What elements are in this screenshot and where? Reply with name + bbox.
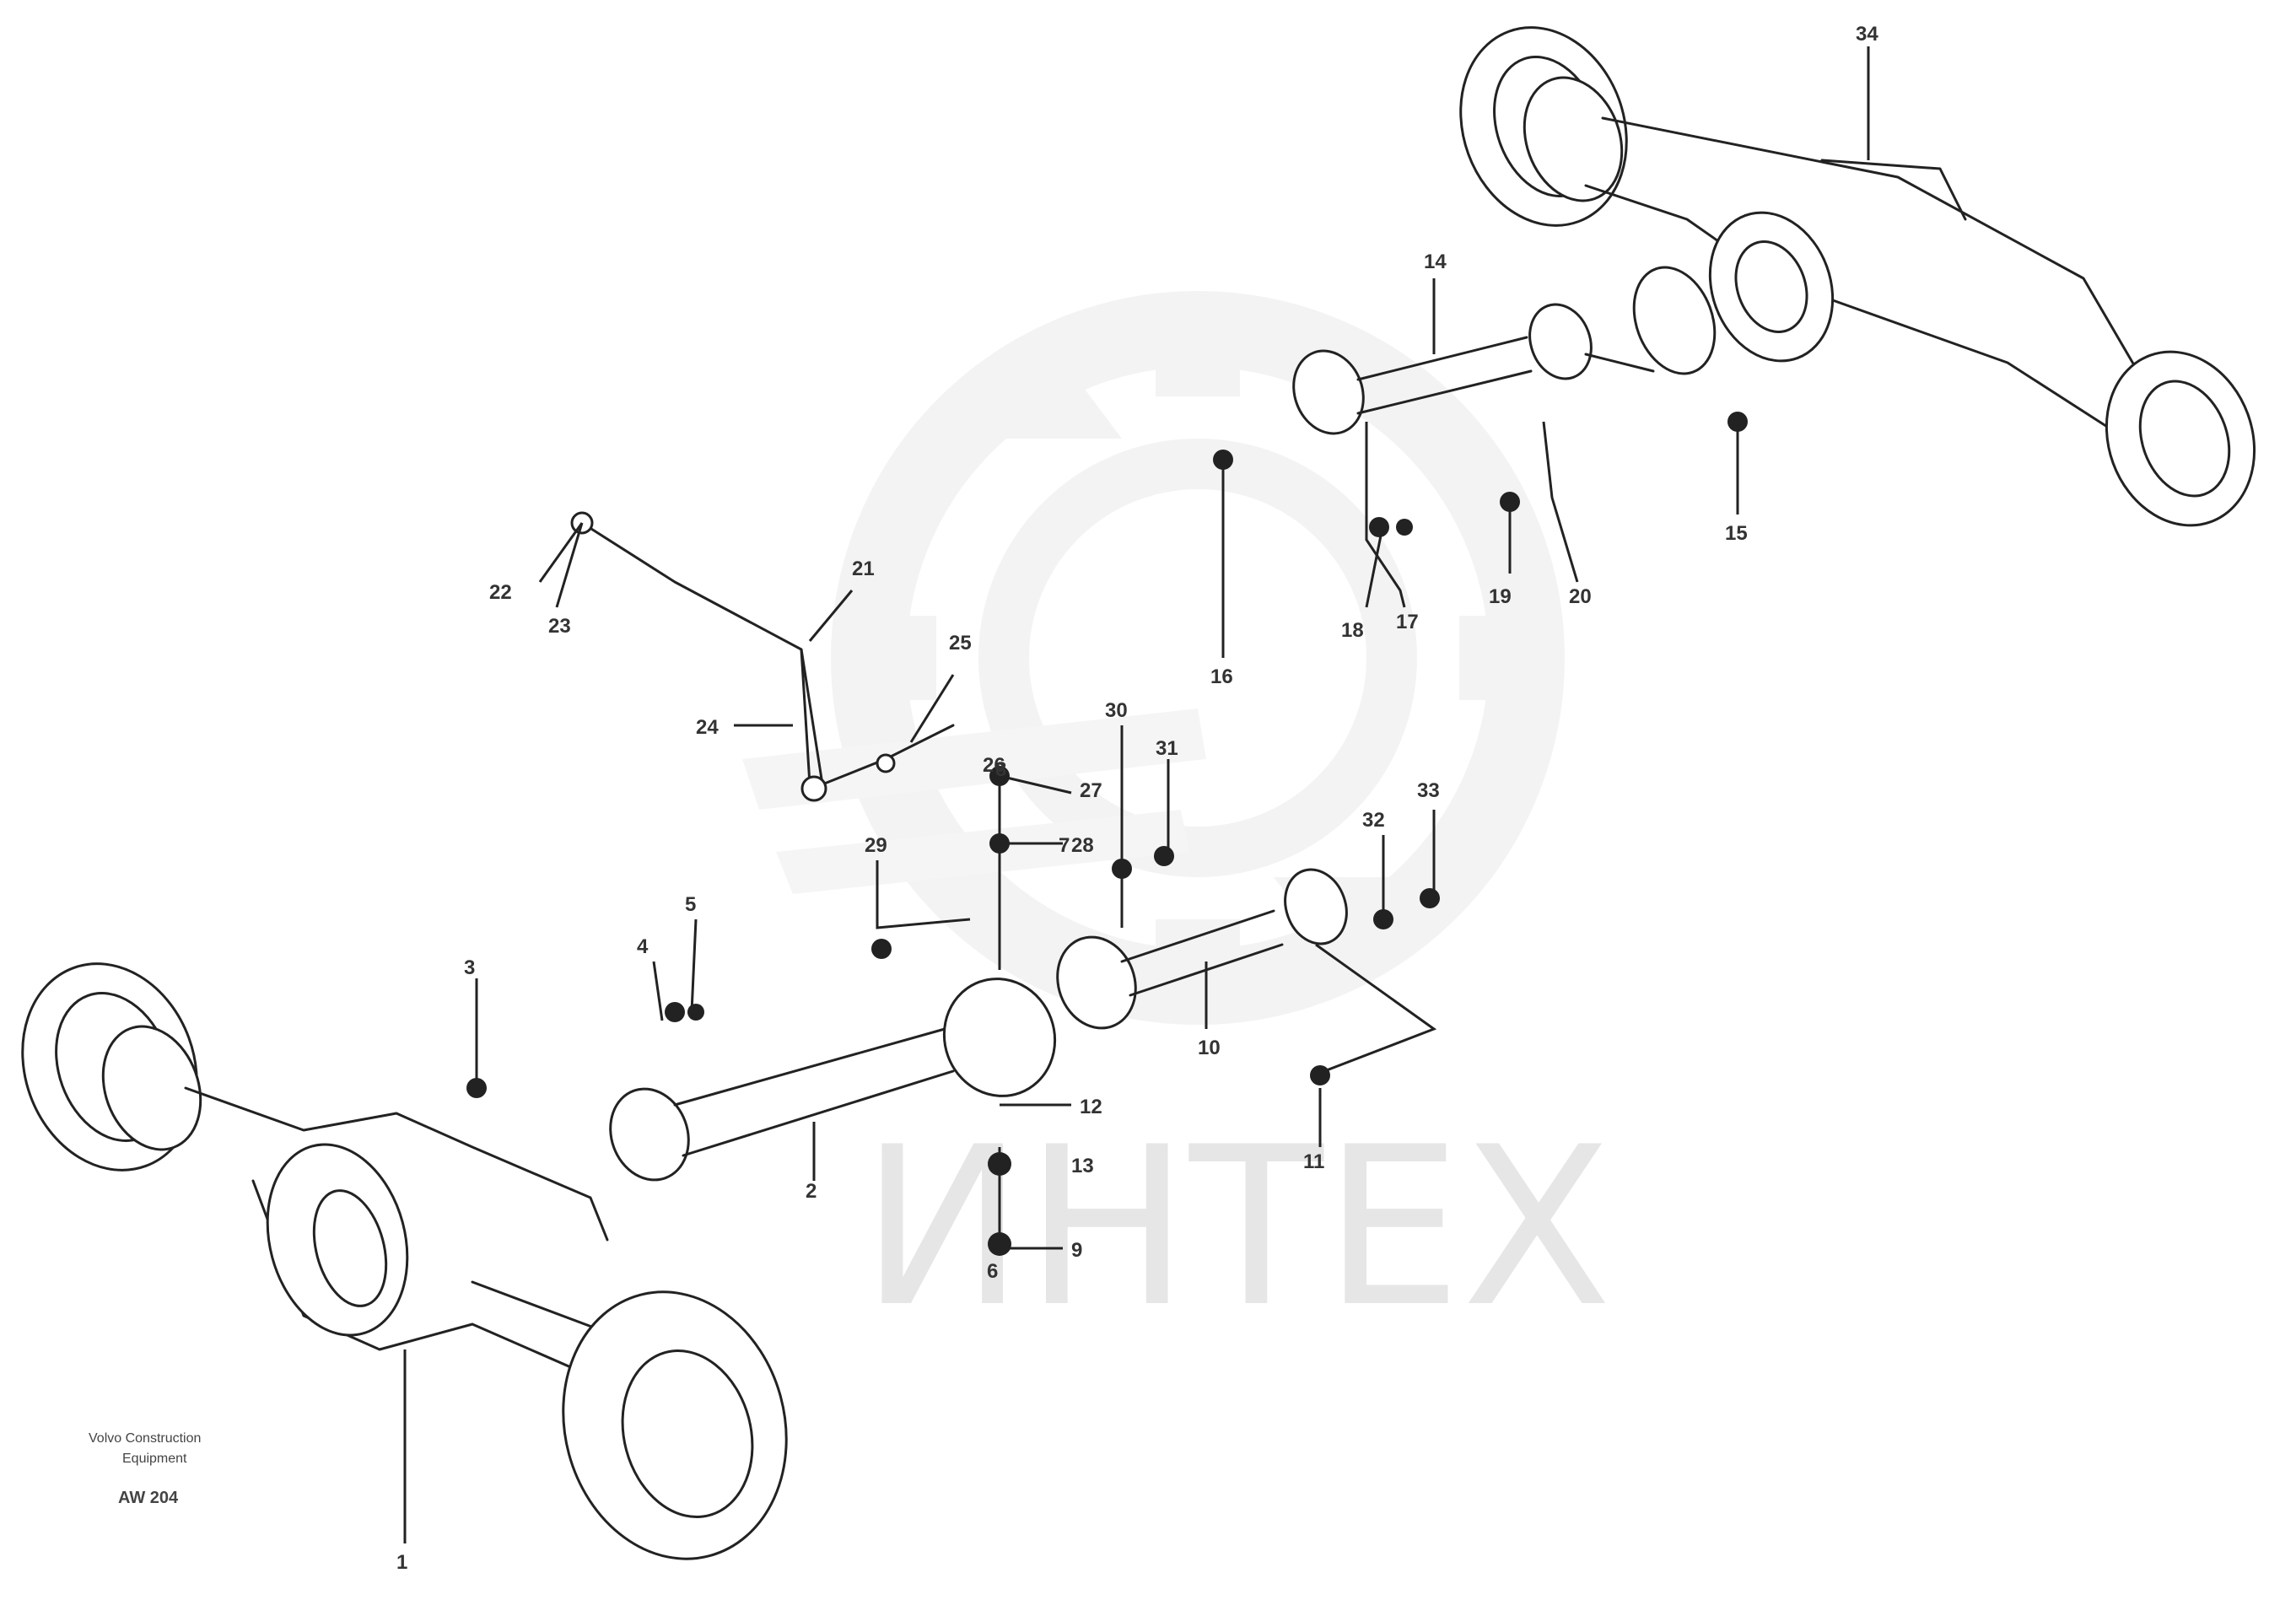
corner-note-code: AW 204 xyxy=(118,1489,179,1507)
callout-15: 15 xyxy=(1725,522,1748,545)
callout-11: 11 xyxy=(1303,1150,1324,1173)
callout-16: 16 xyxy=(1210,665,1233,688)
callout-13: 13 xyxy=(1071,1155,1094,1177)
callout-20: 20 xyxy=(1569,585,1592,608)
callout-26: 26 xyxy=(983,754,1005,777)
callout-5: 5 xyxy=(685,893,696,916)
callout-6: 6 xyxy=(987,1260,998,1283)
callout-3: 3 xyxy=(464,956,475,979)
callout-10: 10 xyxy=(1198,1037,1221,1059)
callout-1: 1 xyxy=(396,1551,407,1574)
corner-note-line1: Volvo Construction xyxy=(89,1431,201,1446)
callout-22: 22 xyxy=(489,581,512,604)
callout-33: 33 xyxy=(1417,779,1440,802)
callout-18: 18 xyxy=(1341,619,1364,642)
callout-25: 25 xyxy=(949,632,972,654)
callout-28: 28 xyxy=(1071,834,1094,857)
rear-axle-assembly xyxy=(1459,26,2256,527)
callout-17: 17 xyxy=(1396,611,1419,633)
front-propeller-shaft xyxy=(609,868,1348,1182)
callout-24: 24 xyxy=(696,716,719,739)
watermark: ИНТЕХ xyxy=(742,291,1612,1355)
front-axle-assembly xyxy=(21,962,788,1560)
callout-31: 31 xyxy=(1156,737,1178,760)
gear-logo-icon xyxy=(742,291,1565,1025)
callout-9: 9 xyxy=(1071,1239,1082,1262)
rear-propeller-shaft xyxy=(1292,303,1655,435)
callout-14: 14 xyxy=(1424,250,1447,273)
leader-lines xyxy=(403,46,1870,1543)
callout-29: 29 xyxy=(865,834,887,857)
hardware-parts xyxy=(466,412,1748,1256)
callout-32: 32 xyxy=(1362,809,1385,832)
corner-note: Volvo Construction Equipment AW 204 xyxy=(89,1431,201,1507)
callout-12: 12 xyxy=(1080,1096,1102,1118)
callout-30: 30 xyxy=(1105,699,1128,722)
callout-labels: 34 14 15 16 18 17 19 20 21 22 23 24 25 2… xyxy=(396,23,1878,1574)
callout-7: 7 xyxy=(1059,834,1070,857)
callout-8: 8 xyxy=(995,758,1006,781)
callout-21: 21 xyxy=(852,558,875,580)
corner-note-line2: Equipment xyxy=(122,1452,187,1466)
callout-2: 2 xyxy=(806,1180,817,1203)
callout-19: 19 xyxy=(1489,585,1512,608)
callout-23: 23 xyxy=(548,615,571,638)
callout-34: 34 xyxy=(1856,23,1878,46)
callout-4: 4 xyxy=(637,935,649,958)
callout-27: 27 xyxy=(1080,779,1102,802)
watermark-text: ИНТЕХ xyxy=(860,1101,1612,1355)
